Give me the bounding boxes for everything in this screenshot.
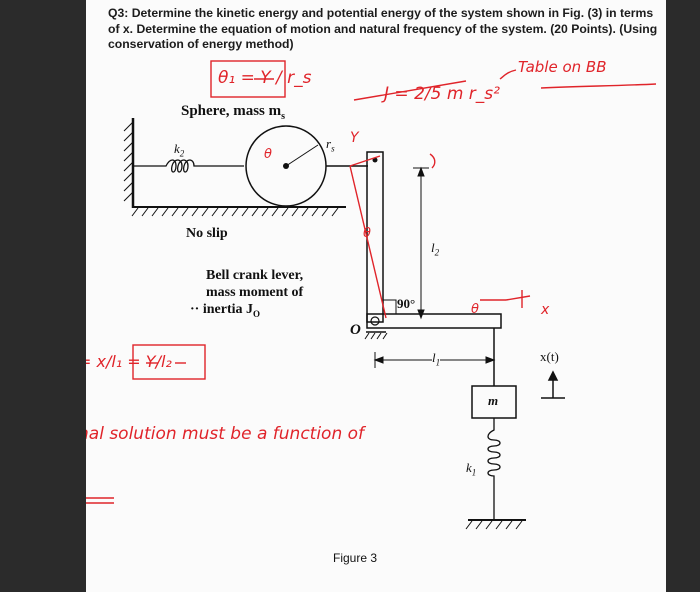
bell-crank-label-line3: ·· inertia JO (190, 302, 261, 319)
pivot-label: O (350, 322, 361, 338)
mass-and-spring (465, 328, 526, 530)
handwritten-theta-mark-3: θ (471, 302, 479, 317)
k2-label: k2 (174, 141, 185, 159)
document-page: Q3: Determine the kinetic energy and pot… (86, 0, 666, 592)
xt-arrow (541, 370, 565, 399)
left-wall (123, 118, 135, 208)
mass-label: m (488, 393, 499, 408)
handwritten-y-mark: Y (350, 130, 359, 146)
handwritten-x-mark: x (541, 302, 550, 318)
rs-label: rs (326, 136, 335, 154)
handwritten-tan-equation: Tan θ = x/l₁ = Y/l₂ (86, 352, 172, 371)
no-slip-label: No slip (186, 226, 228, 241)
k1-label: k1 (466, 460, 477, 478)
handwritten-theta-mark: θ (264, 147, 272, 162)
question-text: Q3: Determine the kinetic energy and pot… (108, 6, 658, 51)
bell-crank-label-line1: Bell crank lever, (206, 268, 304, 283)
xt-label: x(t) (540, 349, 559, 364)
dimension-l2 (413, 166, 429, 320)
handwritten-theta-mark-2: θ (363, 226, 371, 241)
sphere (245, 125, 368, 207)
spring-k2 (133, 159, 244, 173)
figure-caption: Figure 3 (333, 551, 378, 565)
sphere-label: Sphere, mass ms (181, 103, 286, 122)
figure-drawing (86, 60, 657, 530)
angle-label: 90° (397, 296, 416, 312)
l1-label: l1 (432, 350, 441, 368)
l2-label: l2 (431, 240, 440, 258)
floor-surface (131, 206, 346, 217)
handwritten-inertia: J = 2/5 m r_s² (384, 84, 500, 104)
bell-crank-label-line2: mass moment of (206, 285, 304, 300)
handwritten-theta1-box: θ₁ = Y / r_s (218, 68, 312, 88)
handwritten-table-note: Table on BB (518, 58, 607, 76)
handwritten-note-line1: The final solution must be a function of (86, 424, 365, 444)
red-annotations (86, 60, 657, 504)
left-margin (0, 0, 86, 592)
